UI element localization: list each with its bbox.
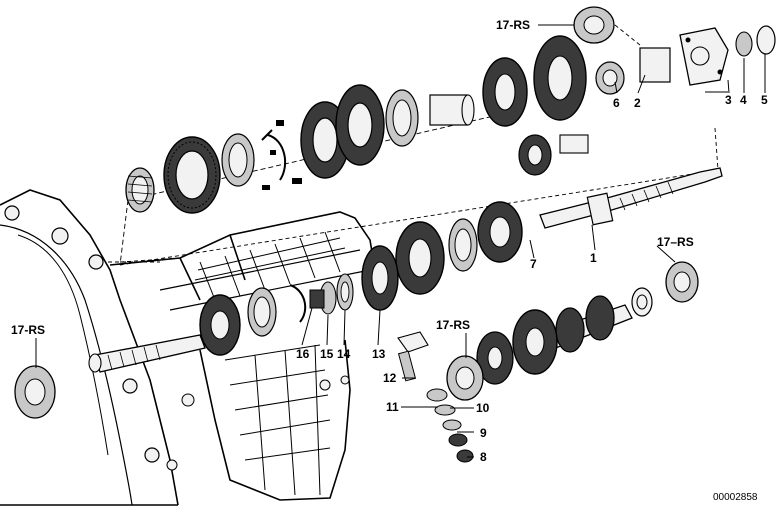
label-17-rs-mid: 17-RS (436, 318, 470, 332)
drawing-number: 00002858 (713, 492, 758, 503)
synchro-sleeve-main (395, 221, 445, 295)
small-parts-upper (262, 120, 302, 190)
countershaft (476, 295, 633, 385)
label-1: 1 (590, 251, 597, 265)
gear-upper-4 (533, 35, 587, 121)
label-7: 7 (530, 257, 537, 271)
input-shaft (88, 334, 206, 373)
main-shaft (539, 167, 723, 229)
label-8-lower: 8 (480, 450, 487, 464)
ball-bearing-right (665, 261, 699, 303)
label-13: 13 (372, 347, 386, 361)
ball-bearing-top (573, 6, 615, 44)
label-17-rs-left: 17-RS (11, 323, 45, 337)
label-12: 12 (383, 371, 397, 385)
leader-lines (35, 24, 766, 458)
transmission-housing (0, 189, 376, 506)
label-11: 11 (386, 400, 399, 414)
label-15: 15 (320, 347, 334, 361)
synchro-ring-upper-2 (385, 89, 419, 147)
circlip-upper (261, 129, 287, 181)
synchro-ring-main (448, 218, 478, 272)
label-6: 6 (613, 96, 620, 110)
washer-right (631, 287, 653, 317)
label-9: 9 (480, 426, 487, 440)
output-flange (639, 25, 776, 86)
input-gear (199, 294, 241, 356)
countershaft-assembly (446, 261, 699, 401)
label-14: 14 (337, 347, 351, 361)
label-3: 3 (725, 93, 732, 107)
gear-upper-2 (335, 84, 385, 166)
needle-bearing-upper (125, 167, 155, 213)
synchro-ring-upper-1 (221, 133, 255, 187)
bearing-upper-right (595, 61, 625, 95)
part-labels: 17-RS 6 2 3 4 5 1 7 17–RS 17-RS 17-RS 16… (11, 18, 768, 503)
gear-upper-1 (163, 136, 221, 214)
gear-main-1 (477, 201, 523, 263)
gear-main-13 (361, 245, 399, 311)
ball-bearing-mid (446, 355, 484, 401)
synchro-ring-main-2 (247, 287, 277, 337)
shaft-sleeve-upper (429, 94, 475, 126)
label-2: 2 (634, 96, 641, 110)
detent-plunger-assembly (397, 331, 474, 463)
label-17-rs-top: 17-RS (496, 18, 530, 32)
upper-gear-assembly (119, 6, 776, 266)
thrust-washers-main (289, 273, 354, 323)
main-shaft-assembly (14, 167, 723, 463)
label-17-rs-right: 17–RS (657, 235, 694, 249)
reverse-idler-gear (518, 134, 589, 176)
gear-upper-3 (482, 57, 528, 127)
label-4: 4 (740, 93, 747, 107)
label-10: 10 (476, 401, 490, 415)
label-16: 16 (296, 347, 310, 361)
label-5: 5 (761, 93, 768, 107)
ball-bearing-left (14, 365, 56, 419)
